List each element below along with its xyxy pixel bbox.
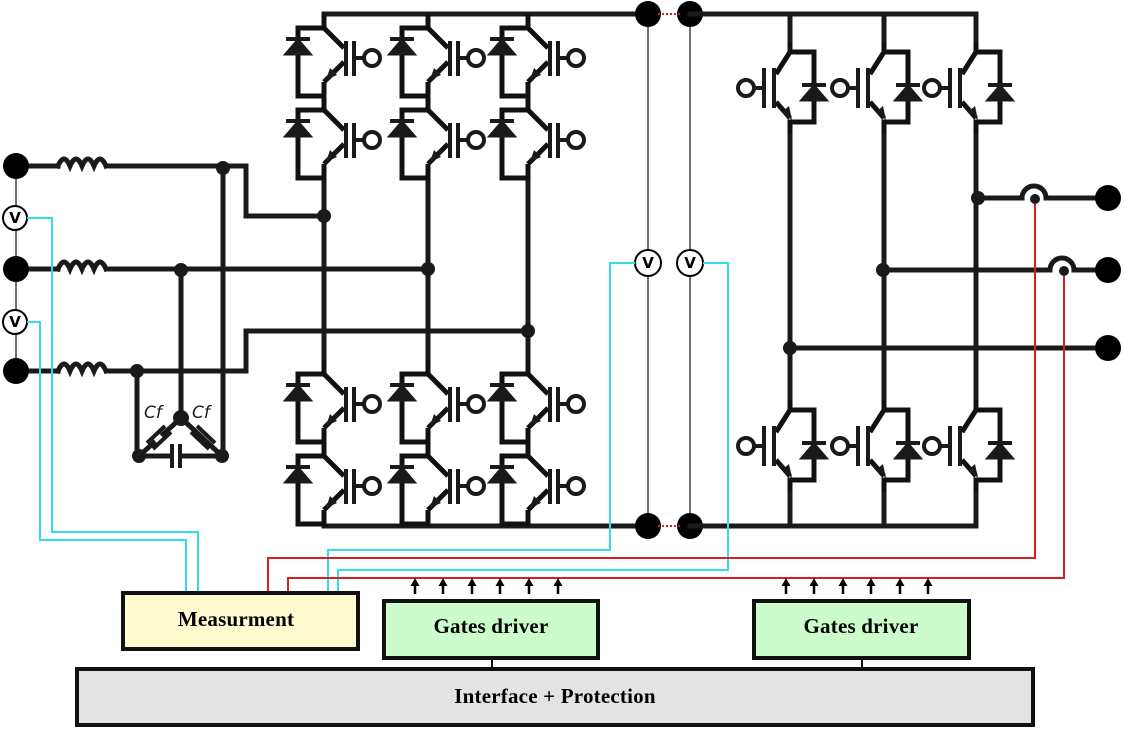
inductor-icon bbox=[54, 259, 110, 276]
gates-driver-right: Gates driver bbox=[752, 576, 971, 668]
current-sense-wires bbox=[267, 204, 1065, 592]
svg-text:Interface + Protection: Interface + Protection bbox=[454, 684, 656, 708]
igbt-switch-icon bbox=[832, 42, 920, 134]
svg-text:Gates driver: Gates driver bbox=[804, 614, 919, 638]
igbt-switch-icon bbox=[390, 360, 484, 442]
svg-text:Gates driver: Gates driver bbox=[434, 614, 549, 638]
filter-capacitors: Cf Cf bbox=[130, 161, 230, 468]
output-terminal bbox=[1095, 257, 1121, 283]
arrow-up-icon bbox=[494, 576, 506, 596]
rectifier-bridge bbox=[286, 11, 651, 529]
arrow-up-icon bbox=[552, 576, 564, 596]
dc-voltmeter-1: V bbox=[634, 249, 662, 277]
arrow-up-icon bbox=[780, 576, 792, 596]
svg-text:V: V bbox=[642, 254, 654, 272]
grid-voltmeter-ab: V bbox=[2, 205, 28, 231]
inductor-icon bbox=[54, 156, 110, 173]
igbt-switch-icon bbox=[490, 14, 584, 96]
output-phase-c bbox=[783, 335, 1121, 361]
capacitor-label: Cf bbox=[144, 403, 165, 423]
dc-terminal bbox=[635, 1, 661, 27]
arrow-up-icon bbox=[865, 576, 877, 596]
igbt-switch-icon bbox=[286, 442, 380, 524]
inductor-icon bbox=[54, 361, 110, 378]
phase-a-line bbox=[13, 156, 327, 219]
arrow-up-icon bbox=[466, 576, 478, 596]
igbt-switch-icon bbox=[832, 400, 920, 492]
grid-terminal-b bbox=[3, 256, 29, 282]
grid-side: Cf Cf V V bbox=[2, 153, 531, 468]
svg-text:V: V bbox=[9, 209, 21, 227]
output-phase-a bbox=[971, 183, 1121, 211]
dc-link: V V bbox=[634, 1, 704, 539]
output-terminal bbox=[1095, 185, 1121, 211]
dc-voltmeter-2: V bbox=[676, 249, 704, 277]
arrow-up-icon bbox=[409, 576, 421, 596]
igbt-switch-icon bbox=[286, 360, 380, 442]
igbt-switch-icon bbox=[286, 96, 380, 178]
dc-terminal bbox=[635, 513, 661, 539]
grid-terminal-c bbox=[3, 358, 29, 384]
output-phase-b bbox=[876, 255, 1121, 283]
grid-terminal-a bbox=[3, 153, 29, 179]
gate-signal-arrows bbox=[780, 576, 934, 596]
igbt-switch-icon bbox=[738, 400, 826, 492]
arrow-up-icon bbox=[922, 576, 934, 596]
svg-text:V: V bbox=[684, 254, 696, 272]
gates-driver-left: Gates driver bbox=[382, 576, 600, 668]
gate-signal-arrows bbox=[409, 576, 564, 596]
igbt-switch-icon bbox=[390, 96, 484, 178]
arrow-up-icon bbox=[437, 576, 449, 596]
svg-text:Measurment: Measurment bbox=[178, 607, 294, 631]
inverter-bridge bbox=[687, 11, 1121, 529]
igbt-switch-icon bbox=[286, 14, 380, 96]
arrow-up-icon bbox=[523, 576, 535, 596]
igbt-switch-icon bbox=[924, 400, 1012, 492]
output-terminal bbox=[1095, 335, 1121, 361]
grid-voltmeter-bc: V bbox=[2, 309, 28, 335]
igbt-switch-icon bbox=[490, 442, 584, 524]
igbt-switch-icon bbox=[390, 442, 484, 524]
igbt-switch-icon bbox=[490, 96, 584, 178]
arrow-up-icon bbox=[808, 576, 820, 596]
arrow-up-icon bbox=[837, 576, 849, 596]
measurement-block: Measurment bbox=[121, 591, 360, 651]
igbt-switch-icon bbox=[390, 14, 484, 96]
arrow-up-icon bbox=[894, 576, 906, 596]
igbt-switch-icon bbox=[490, 360, 584, 442]
svg-text:V: V bbox=[9, 313, 21, 331]
phase-c-line bbox=[13, 328, 531, 378]
igbt-switch-icon bbox=[924, 42, 1012, 134]
capacitor-label: Cf bbox=[192, 403, 213, 423]
rectifier-leg-3 bbox=[490, 14, 584, 524]
igbt-switch-icon bbox=[738, 42, 826, 134]
interface-protection-block: Interface + Protection bbox=[75, 667, 1035, 727]
